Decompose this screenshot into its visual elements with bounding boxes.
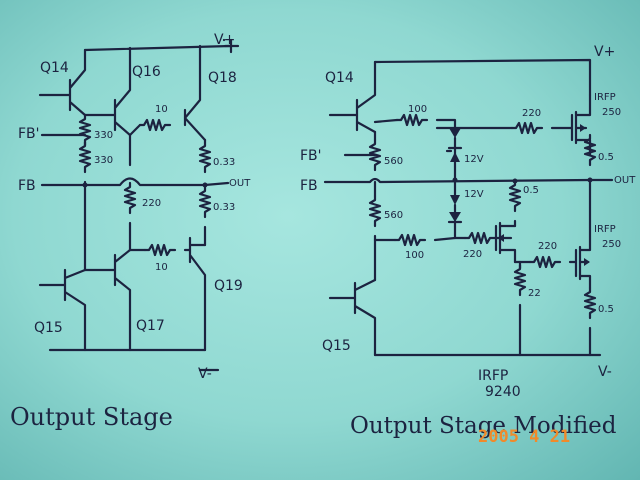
right-q14-label: Q14	[325, 70, 354, 86]
right-irfp250-top-label: IRFP	[594, 92, 616, 103]
left-r330-bottom-label: 330	[94, 155, 113, 166]
left-r330-bottom	[78, 140, 92, 174]
left-q18-label: Q18	[208, 70, 237, 86]
right-r220-top	[510, 121, 544, 135]
left-q16-label: Q16	[132, 64, 161, 80]
right-r05-mid-label: 0.5	[523, 185, 539, 196]
right-vplus-label: V+	[594, 44, 615, 60]
left-q19: Q19	[183, 236, 243, 352]
left-r220	[123, 181, 137, 215]
right-zener-bottom	[447, 178, 463, 240]
right-irfp250-bottom-num: 250	[602, 239, 621, 250]
left-r10-top	[138, 118, 172, 132]
left-out-label: OUT	[229, 178, 251, 189]
right-r22-label: 22	[528, 288, 541, 299]
left-q14-label: Q14	[40, 60, 69, 76]
right-r220-bottom-label: 220	[538, 241, 557, 252]
right-zener-top-label: 12V	[464, 154, 484, 165]
right-r220-mid-label: 220	[463, 249, 482, 260]
right-r05-top-label: 0.5	[598, 152, 614, 163]
left-r330-top-label: 330	[94, 130, 113, 141]
left-schematic: Q14 Q16 Q18 330 330 FB' 10 220 0.33	[10, 32, 251, 431]
left-q16: Q16	[83, 46, 161, 137]
left-r033-bottom	[198, 185, 212, 219]
right-r560-top-label: 560	[384, 156, 403, 167]
right-r560-bottom-label: 560	[384, 210, 403, 221]
date-stamp: 2005 4 21	[478, 427, 570, 447]
left-r330-top	[78, 113, 92, 147]
right-vminus-label: V-	[598, 364, 612, 380]
right-r220-bottom	[528, 255, 562, 269]
left-fb-label: FB	[18, 178, 36, 194]
left-vminus-label: V-	[198, 366, 212, 382]
right-r22	[513, 263, 527, 297]
left-q14: Q14	[38, 48, 87, 117]
left-vplus-label: V+	[214, 32, 235, 48]
right-irfp250-bottom-label: IRFP	[594, 224, 616, 235]
right-out-label: OUT	[614, 175, 636, 186]
left-r10-bottom-label: 10	[155, 262, 168, 273]
right-zener-top	[445, 128, 463, 164]
right-caption: Output Stage Modified	[350, 413, 617, 439]
left-r220-label: 220	[142, 198, 161, 209]
left-q17: Q17	[83, 248, 165, 352]
right-r05-mid	[508, 179, 522, 213]
right-irfp250-bottom: IRFP 250	[568, 178, 621, 290]
right-r100-bottom	[393, 233, 427, 247]
left-q17-label: Q17	[136, 318, 165, 334]
right-r220-mid	[463, 231, 497, 245]
right-irfp250-top-num: 250	[602, 107, 621, 118]
left-q15-label: Q15	[34, 320, 63, 336]
right-irfp250-top: IRFP 250	[550, 92, 621, 157]
right-schematic: V+ Q14 100 12V 12V 220	[300, 44, 636, 439]
left-caption: Output Stage	[10, 403, 173, 431]
right-r05-bottom-label: 0.5	[598, 304, 614, 315]
right-r100-top	[395, 113, 429, 127]
right-r220-top-label: 220	[522, 108, 541, 119]
right-q15-label: Q15	[322, 338, 351, 354]
left-r033-top-label: 0.33	[213, 157, 235, 168]
left-fb1-label: FB'	[18, 126, 40, 142]
left-r033-bottom-label: 0.33	[213, 202, 235, 213]
left-q15: Q15	[34, 268, 87, 352]
right-fb-label: FB	[300, 178, 318, 194]
left-r033-top	[198, 140, 212, 174]
left-q18: Q18	[183, 44, 237, 142]
left-r10-bottom	[143, 243, 177, 257]
right-irfp9240-label: IRFP	[478, 368, 508, 384]
right-r560-bottom	[368, 194, 382, 228]
left-q19-label: Q19	[214, 278, 243, 294]
right-fb1-label: FB'	[300, 148, 322, 164]
right-zener-bottom-label: 12V	[464, 189, 484, 200]
right-r100-top-label: 100	[408, 104, 427, 115]
right-r05-bottom	[583, 286, 597, 320]
right-irfp9240-num: 9240	[485, 384, 521, 400]
right-q14: Q14	[325, 60, 377, 134]
right-r100-bottom-label: 100	[405, 250, 424, 261]
right-irfp9240: IRFP 9240	[478, 221, 521, 400]
right-q15: Q15	[322, 278, 377, 357]
left-r10-top-label: 10	[155, 104, 168, 115]
